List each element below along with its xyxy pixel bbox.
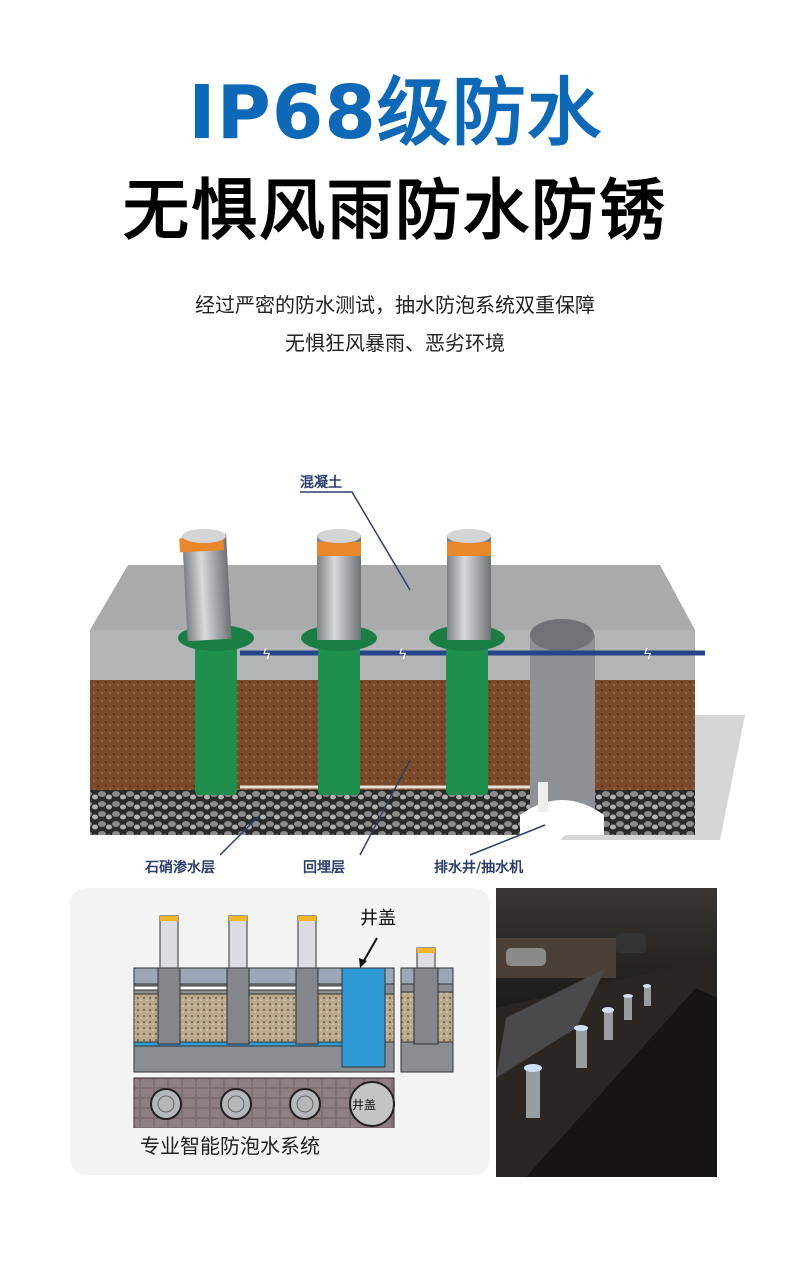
label-drain-well: 排水井/抽水机	[434, 860, 524, 876]
headline-subtitle: 无惧风雨防水防锈	[123, 172, 667, 249]
description-line-2: 无惧狂风暴雨、恶劣环境	[285, 331, 505, 355]
drain-pipe	[538, 782, 548, 812]
gravel-layer	[90, 790, 695, 835]
bollard-2	[301, 529, 377, 795]
drain-well-water	[341, 967, 386, 1068]
label-gravel-layer: 石硝渗水层	[145, 860, 215, 876]
label-concrete: 混凝土	[300, 475, 342, 491]
label-backfill-layer: 回埋层	[303, 860, 345, 876]
manhole-cover-label-small: 井盖	[352, 1098, 377, 1112]
concrete-top-face	[90, 565, 695, 630]
system-caption: 专业智能防泡水系统	[140, 1134, 320, 1158]
headline-title: IP68级防水	[188, 70, 602, 156]
anti-flood-schematic	[133, 915, 454, 1128]
night-installation-photo	[496, 888, 717, 1177]
bollard-3	[429, 529, 505, 795]
bollard-1	[178, 529, 254, 795]
svg-text:ϟ: ϟ	[398, 647, 407, 663]
manhole-cover-label: 井盖	[360, 908, 396, 929]
svg-text:ϟ: ϟ	[643, 647, 652, 663]
svg-text:ϟ: ϟ	[262, 647, 271, 663]
description-line-1: 经过严密的防水测试，抽水防泡系统双重保障	[195, 293, 595, 317]
backfill-layer	[90, 680, 695, 790]
